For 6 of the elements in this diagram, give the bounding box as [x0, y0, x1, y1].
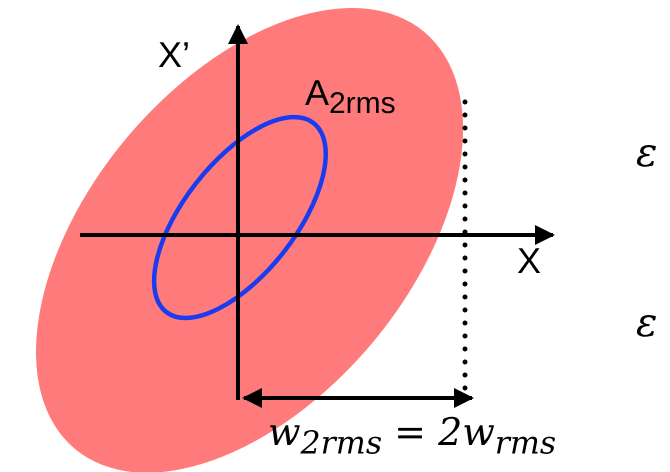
axis-label: X’	[158, 34, 190, 76]
beam-width-formula: w$_{2rms}$ = 2w$_{rms}$	[268, 410, 556, 462]
area-label: A$_{2rms}$	[304, 72, 396, 122]
emittance-symbol: ε	[636, 300, 658, 346]
axis-label: X	[517, 240, 542, 282]
emittance-symbol: ε	[636, 130, 658, 176]
